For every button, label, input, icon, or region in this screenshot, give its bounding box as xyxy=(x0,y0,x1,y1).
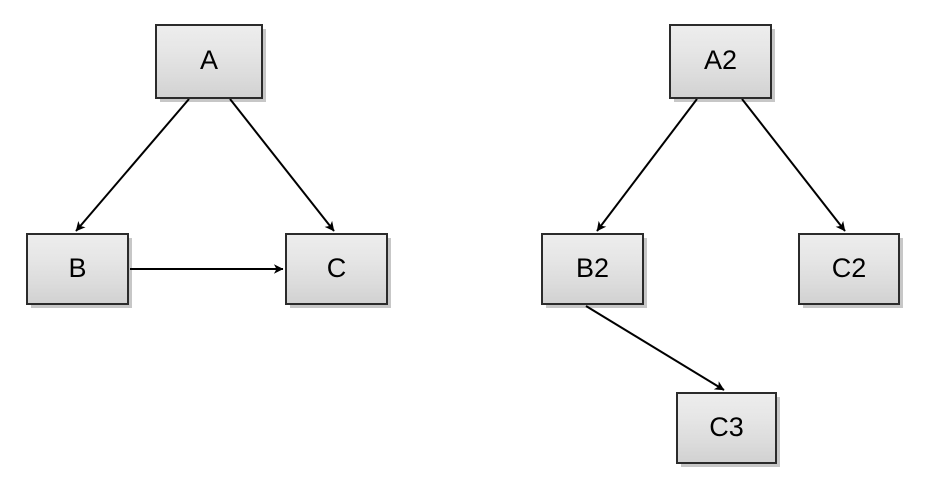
node-b2[interactable]: B2 xyxy=(541,233,644,305)
node-label: C2 xyxy=(831,252,867,283)
node-a[interactable]: A xyxy=(155,24,263,99)
edge-a-to-c xyxy=(229,98,335,232)
node-label: A xyxy=(199,45,218,75)
node-c3[interactable]: C3 xyxy=(676,392,777,464)
edge-a2-to-c2 xyxy=(741,98,846,232)
node-c[interactable]: C xyxy=(285,233,388,305)
node-label: C xyxy=(326,252,347,283)
edge-b2-to-c3 xyxy=(585,305,725,391)
node-a2[interactable]: A2 xyxy=(669,24,772,99)
edge-a2-to-b2 xyxy=(596,98,698,232)
node-b[interactable]: B xyxy=(26,233,129,305)
node-c2[interactable]: C2 xyxy=(798,233,900,305)
node-label: C3 xyxy=(709,411,744,442)
node-label: B2 xyxy=(575,252,610,283)
edge-a-to-b xyxy=(75,98,190,232)
node-label: B xyxy=(68,252,87,283)
node-label: A2 xyxy=(703,45,738,75)
